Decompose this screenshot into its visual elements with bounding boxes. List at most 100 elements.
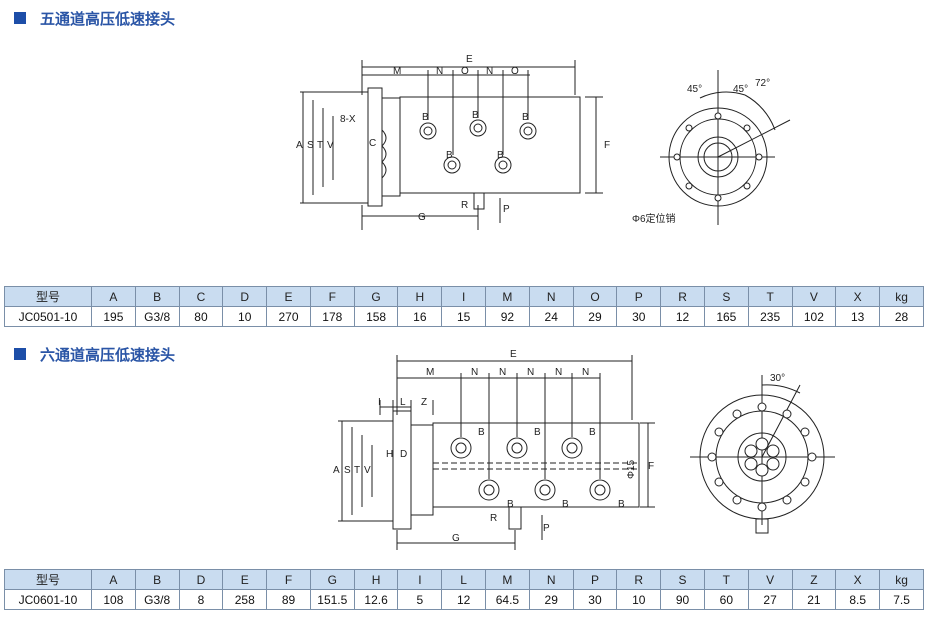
table-cell: 12 <box>660 306 705 327</box>
svg-text:N: N <box>486 66 493 77</box>
table-header-row: 型号 A B C D E F G H I M N O P R S T V X k… <box>4 286 924 307</box>
section2-title: 六通道高压低速接头 <box>14 344 175 364</box>
table-header-cell: A <box>91 286 136 307</box>
table-header-cell: C <box>178 286 224 307</box>
table-cell: 28 <box>879 306 924 327</box>
svg-text:N: N <box>582 367 589 378</box>
table-cell: 158 <box>353 306 399 327</box>
svg-text:M: M <box>426 367 434 378</box>
svg-text:T: T <box>354 465 360 476</box>
table-header-cell: I <box>397 569 443 590</box>
svg-text:O: O <box>511 66 519 77</box>
table-header-cell: X <box>835 569 881 590</box>
phi15-label: Φ15 <box>626 459 637 479</box>
table-cell: 258 <box>222 589 268 610</box>
svg-text:G: G <box>452 533 460 544</box>
table-header-cell: L <box>441 569 487 590</box>
table-header-row: 型号 A B D E F G H I L M N P R S T V Z X k… <box>4 569 924 590</box>
spec-table-1: 型号 A B C D E F G H I M N O P R S T V X k… <box>4 286 924 327</box>
table-header-cell: O <box>572 286 618 307</box>
table-row: JC0501-10 195 G3/8 80 10 270 178 158 16 … <box>4 306 924 327</box>
table-header-cell: Z <box>791 569 837 590</box>
table-header-cell: 型号 <box>4 286 92 307</box>
section1-title-text: 五通道高压低速接头 <box>40 9 176 28</box>
table-cell: 30 <box>572 589 618 610</box>
table-cell: 108 <box>91 589 136 610</box>
table-cell: 12 <box>441 589 487 610</box>
svg-text:N: N <box>499 367 506 378</box>
svg-text:S: S <box>307 140 314 151</box>
table-cell: 235 <box>747 306 793 327</box>
table-header-cell: G <box>309 569 355 590</box>
table-header-cell: R <box>616 569 662 590</box>
svg-text:B: B <box>497 150 504 161</box>
angle-45b-label: 45° <box>733 84 748 95</box>
svg-text:E: E <box>466 54 473 65</box>
svg-text:A: A <box>296 140 303 151</box>
svg-text:B: B <box>422 112 429 123</box>
table-cell: 29 <box>572 306 618 327</box>
table-header-cell: B <box>134 569 180 590</box>
table-header-cell: V <box>747 569 793 590</box>
svg-text:N: N <box>555 367 562 378</box>
section2-title-text: 六通道高压低速接头 <box>40 345 176 364</box>
svg-text:F: F <box>648 461 654 472</box>
angle-72-label: 72° <box>755 78 770 89</box>
svg-text:N: N <box>471 367 478 378</box>
table-cell: G3/8 <box>134 306 180 327</box>
svg-text:G: G <box>418 212 426 223</box>
table-header-cell: T <box>747 286 793 307</box>
svg-text:B: B <box>618 499 625 510</box>
svg-text:N: N <box>436 66 443 77</box>
table-header-cell: S <box>660 569 705 590</box>
table-cell: 7.5 <box>879 589 924 610</box>
table-cell: 12.6 <box>353 589 399 610</box>
svg-text:B: B <box>522 112 529 123</box>
table-cell: 195 <box>91 306 136 327</box>
svg-text:H: H <box>386 449 393 460</box>
svg-text:D: D <box>400 449 407 460</box>
table-cell: 21 <box>791 589 837 610</box>
table-cell: 5 <box>397 589 443 610</box>
table-cell: 60 <box>703 589 749 610</box>
table-header-cell: X <box>835 286 881 307</box>
table-header-cell: I <box>441 286 487 307</box>
table-cell: 270 <box>266 306 311 327</box>
table-cell: 10 <box>222 306 268 327</box>
svg-text:N: N <box>527 367 534 378</box>
table-header-cell: R <box>660 286 705 307</box>
table-cell: 102 <box>791 306 837 327</box>
table-header-cell: D <box>222 286 268 307</box>
table-header-cell: E <box>222 569 268 590</box>
table-cell: 165 <box>703 306 749 327</box>
svg-text:E: E <box>510 349 517 360</box>
svg-text:B: B <box>589 427 596 438</box>
table-header-cell: kg <box>879 286 924 307</box>
table-header-cell: B <box>134 286 180 307</box>
svg-text:T: T <box>317 140 323 151</box>
table-header-cell: S <box>703 286 749 307</box>
table-header-cell: H <box>397 286 443 307</box>
svg-text:B: B <box>446 150 453 161</box>
table-cell: 151.5 <box>309 589 355 610</box>
table-header-cell: M <box>485 286 530 307</box>
table-header-cell: E <box>266 286 311 307</box>
angle-45a-label: 45° <box>687 84 702 95</box>
svg-text:P: P <box>543 523 550 534</box>
table-header-cell: A <box>91 569 136 590</box>
table-header-cell: D <box>178 569 224 590</box>
table-cell: 8.5 <box>835 589 881 610</box>
svg-text:O: O <box>461 66 469 77</box>
table-header-cell: F <box>266 569 311 590</box>
table-cell: 89 <box>266 589 311 610</box>
svg-text:B: B <box>472 110 479 121</box>
table-header-cell: 型号 <box>4 569 92 590</box>
table-header-cell: N <box>528 569 574 590</box>
table-header-cell: M <box>485 569 530 590</box>
section-bullet-icon <box>14 12 26 24</box>
svg-text:C: C <box>369 138 376 149</box>
svg-text:Z: Z <box>421 397 427 408</box>
table-header-cell: F <box>309 286 355 307</box>
svg-text:R: R <box>461 200 468 211</box>
